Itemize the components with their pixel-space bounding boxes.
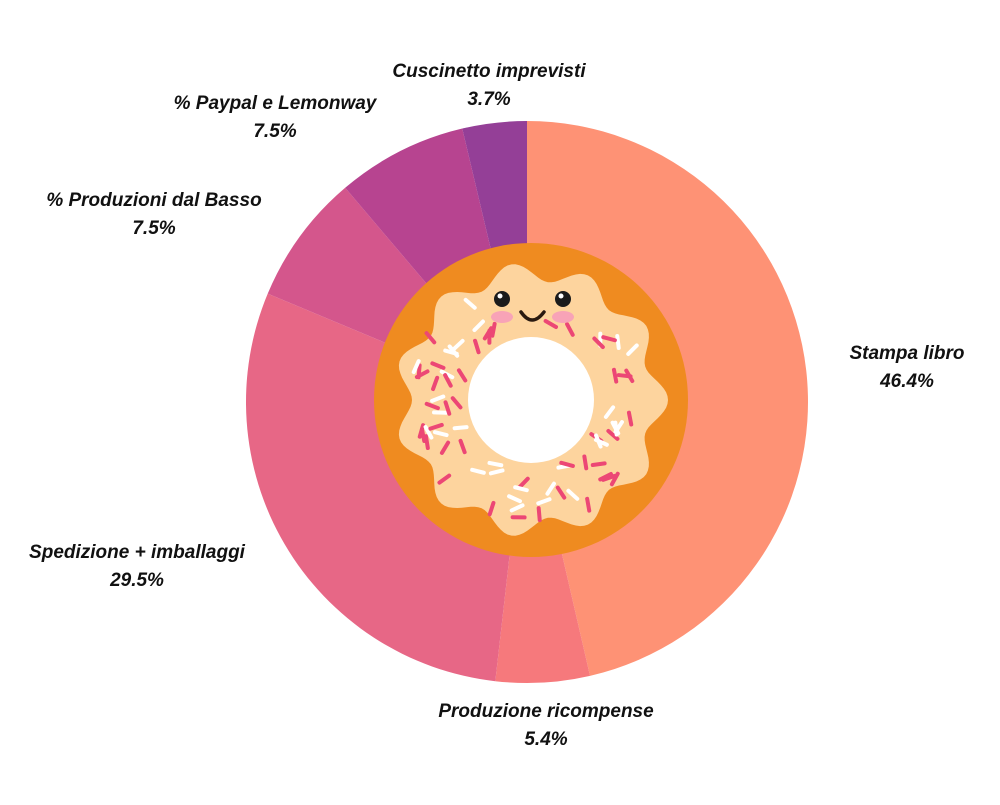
sprinkle xyxy=(587,499,589,511)
sprinkle xyxy=(455,427,467,428)
slice-label-3: % Produzioni dal Basso xyxy=(46,190,261,211)
slice-label-5: Cuscinetto imprevisti xyxy=(392,61,586,82)
right-eye-shine xyxy=(559,294,564,299)
sprinkle xyxy=(584,456,586,468)
slice-value-label-3: 7.5% xyxy=(132,218,175,239)
left-eye xyxy=(494,291,510,307)
right-cheek xyxy=(552,311,574,323)
right-eye xyxy=(555,291,571,307)
sprinkle xyxy=(472,470,484,473)
slice-value-label-2: 29.5% xyxy=(109,570,164,591)
sprinkle xyxy=(539,508,540,520)
sprinkle xyxy=(491,470,503,473)
slice-value-label-5: 3.7% xyxy=(467,89,510,110)
left-cheek xyxy=(491,311,513,323)
donut-hole xyxy=(468,337,594,463)
slice-label-4: % Paypal e Lemonway xyxy=(174,93,378,114)
sprinkle xyxy=(614,370,616,382)
left-eye-shine xyxy=(498,294,503,299)
donut-mascot-icon xyxy=(374,243,688,557)
sprinkle xyxy=(515,487,527,490)
sprinkle xyxy=(490,463,502,465)
slice-label-2: Spedizione + imballaggi xyxy=(29,542,246,563)
sprinkle xyxy=(426,436,428,448)
sprinkle xyxy=(435,432,447,435)
slice-value-label-4: 7.5% xyxy=(253,121,296,142)
slice-value-label-1: 5.4% xyxy=(524,729,567,750)
sprinkle xyxy=(617,336,618,348)
slice-label-1: Produzione ricompense xyxy=(438,701,654,722)
slice-label-0: Stampa libro xyxy=(849,343,964,364)
sprinkle xyxy=(629,413,631,425)
sprinkle xyxy=(492,324,494,336)
sprinkle xyxy=(422,429,424,441)
sprinkle xyxy=(419,365,420,377)
slice-value-label-0: 46.4% xyxy=(879,371,934,392)
sprinkle xyxy=(593,463,605,465)
